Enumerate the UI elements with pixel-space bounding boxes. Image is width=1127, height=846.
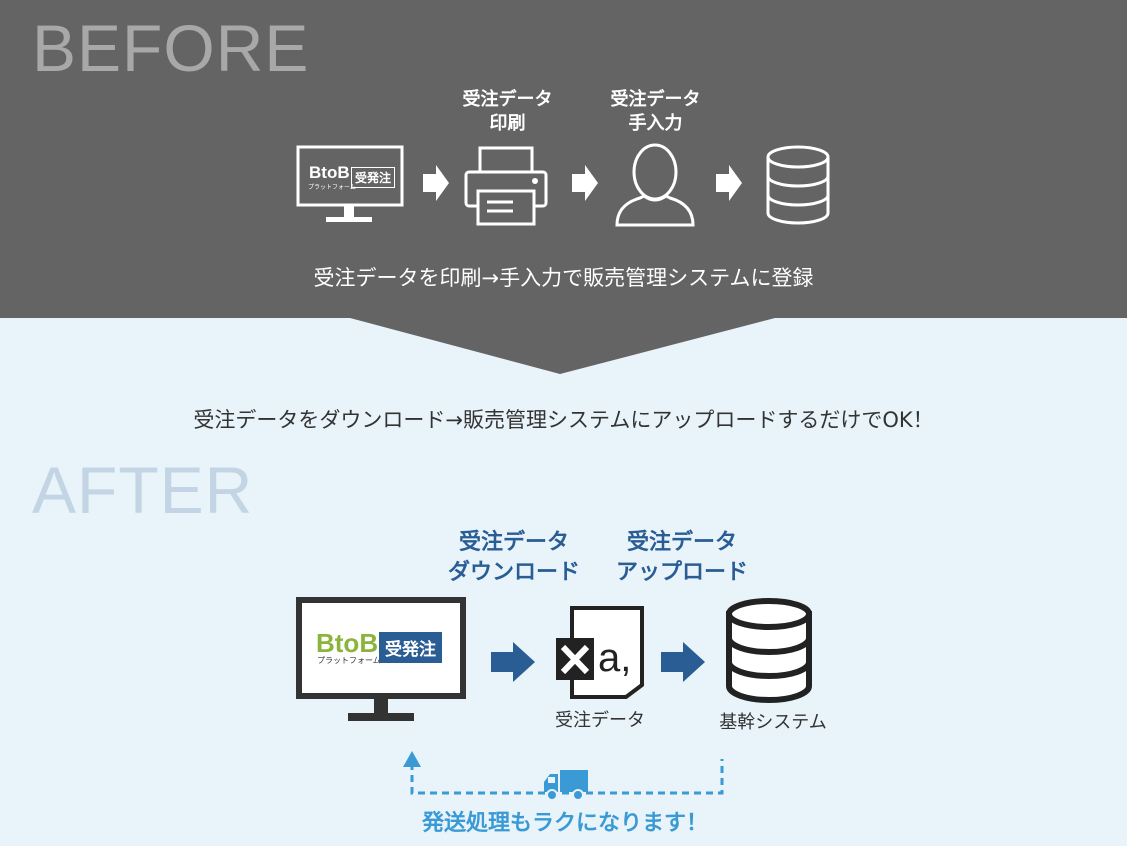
- system-label: 基幹システム: [719, 712, 827, 733]
- database-icon: [766, 145, 830, 225]
- monitor-logo: BtoB: [316, 628, 379, 658]
- footer-message: 発送処理もラクになります！: [421, 811, 708, 836]
- database-icon: [726, 598, 812, 703]
- label-upload-line2: アップロード: [615, 560, 748, 585]
- after-caption: 受注データをダウンロード→販売管理システムにアップロードするだけでOK！: [193, 408, 934, 432]
- svg-text:a,: a,: [598, 636, 631, 680]
- arrow-right-icon: [491, 642, 535, 682]
- label-download-line1: 受注データ: [458, 530, 569, 555]
- arrow-right-icon: [572, 165, 598, 201]
- label-download: 受注データ ダウンロード: [435, 528, 593, 588]
- before-panel: [0, 0, 1127, 318]
- before-title: BEFORE: [32, 11, 310, 85]
- monitor-icon: [296, 145, 404, 222]
- monitor-logo-sub: プラットフォーム: [308, 184, 356, 191]
- label-print: 受注データ 印刷: [445, 88, 570, 136]
- printer-icon: [464, 146, 548, 226]
- monitor-badge: 受発注: [379, 632, 442, 663]
- transition-arrow: [350, 318, 775, 374]
- person-icon: [615, 143, 695, 227]
- label-input-line1: 受注データ: [610, 89, 701, 110]
- label-upload: 受注データ アップロード: [603, 528, 761, 588]
- label-input-line2: 手入力: [628, 113, 683, 134]
- monitor-logo: BtoB: [309, 163, 350, 182]
- label-download-line2: ダウンロード: [447, 560, 580, 585]
- label-upload-line1: 受注データ: [626, 530, 737, 555]
- label-print-line1: 受注データ: [462, 89, 553, 110]
- arrow-right-icon: [716, 165, 742, 201]
- arrow-right-icon: [661, 642, 705, 682]
- label-print-line2: 印刷: [489, 113, 526, 134]
- monitor-logo-sub: プラットフォーム: [317, 656, 381, 665]
- before-caption: 受注データを印刷→手入力で販売管理システムに登録: [313, 266, 814, 290]
- file-label: 受注データ: [555, 710, 645, 731]
- arrow-right-icon: [423, 165, 449, 201]
- csv-file-icon: a,: [556, 606, 644, 699]
- monitor-badge: 受発注: [351, 167, 396, 188]
- truck-icon: [544, 770, 588, 801]
- shipping-loop-line: [403, 751, 724, 795]
- after-title: AFTER: [32, 453, 254, 527]
- label-manual-input: 受注データ 手入力: [593, 88, 718, 136]
